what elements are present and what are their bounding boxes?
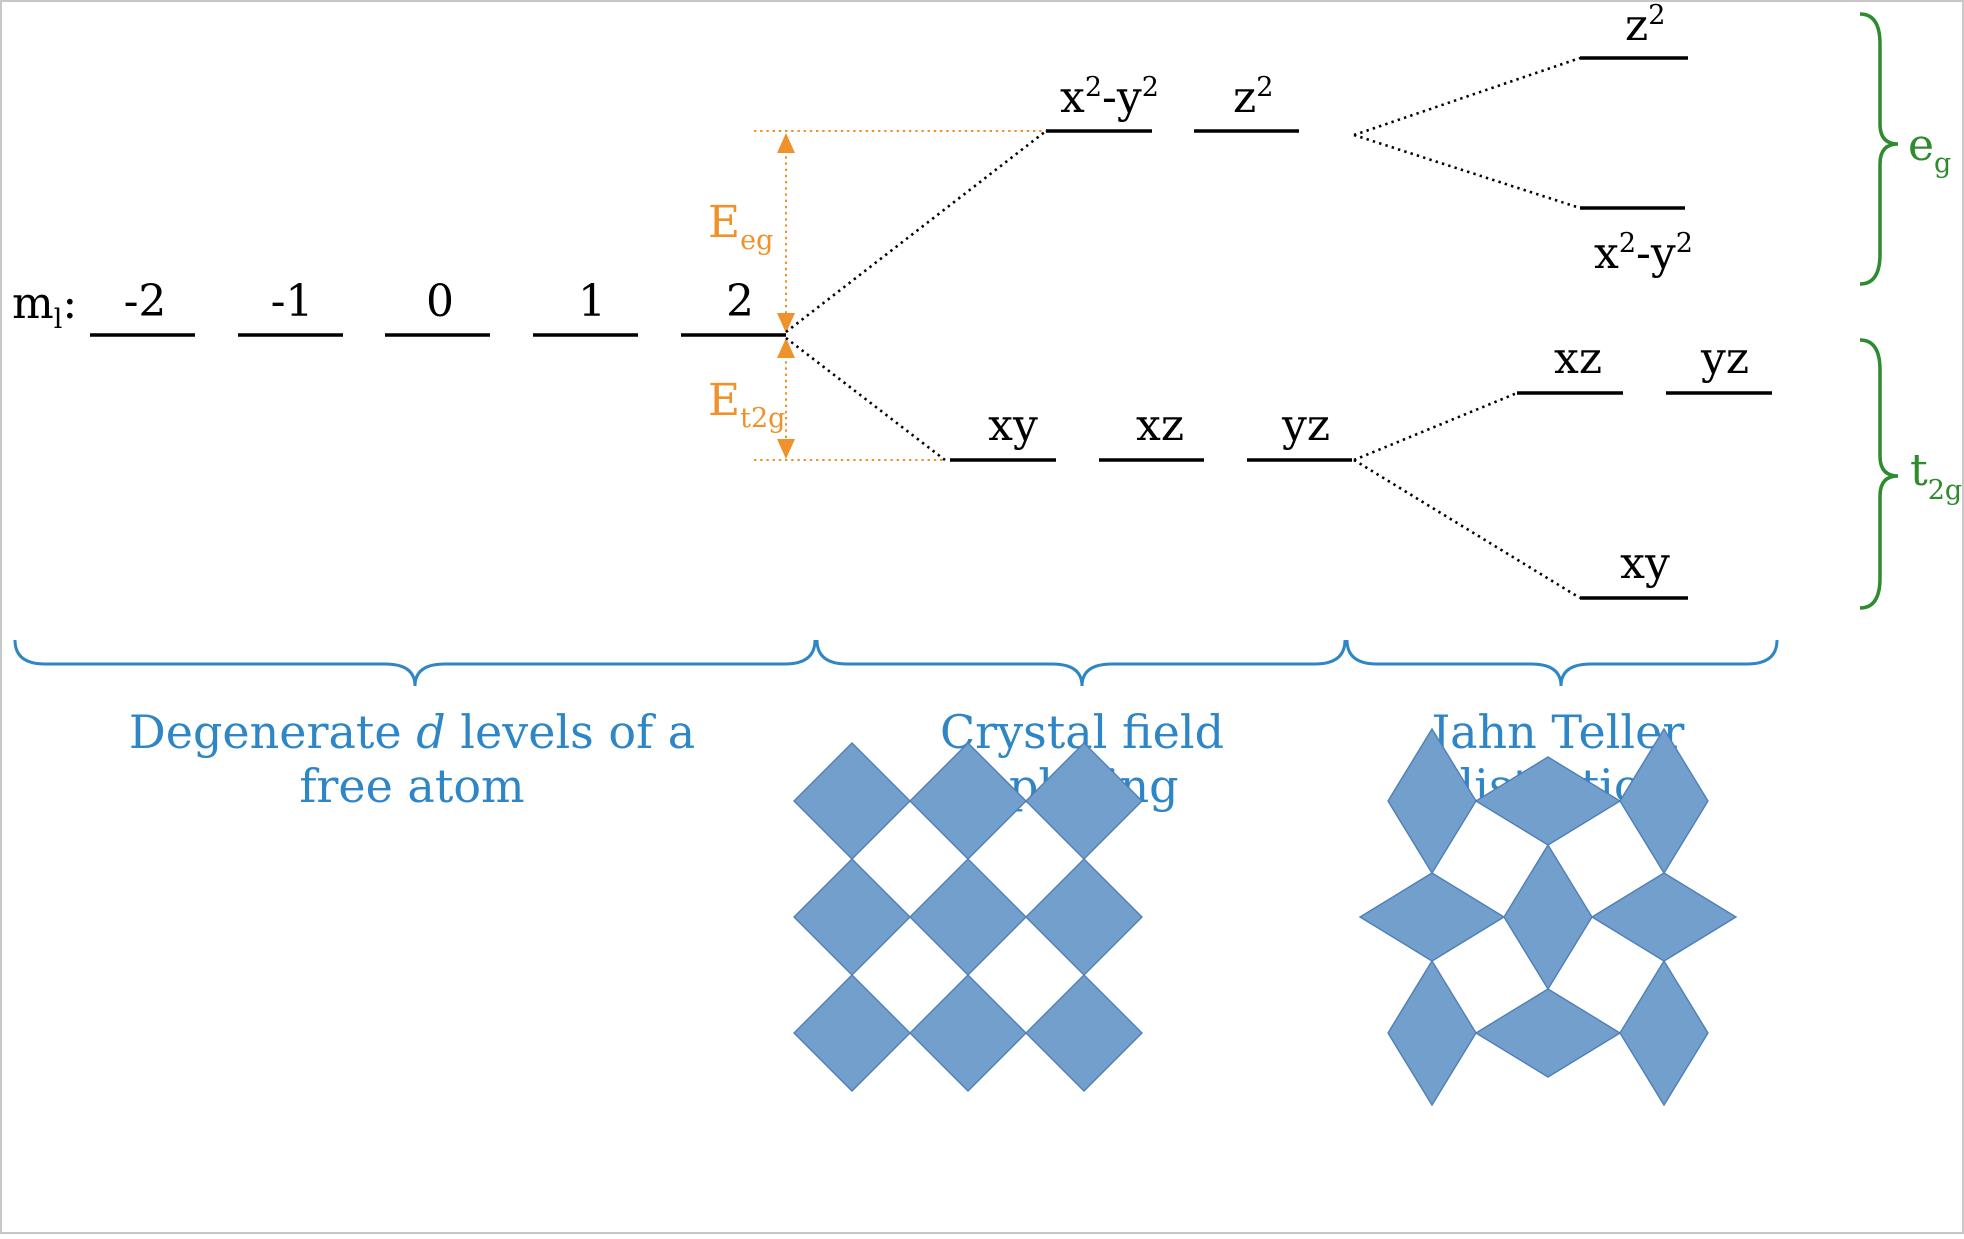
eg-brace xyxy=(1859,12,1899,286)
octahedron-tile xyxy=(1025,858,1143,976)
jahn-teller-brace xyxy=(1345,639,1779,687)
t2g-brace xyxy=(1859,338,1899,610)
jt-xy-label: xy xyxy=(1620,538,1670,589)
eg-arrow-head-up xyxy=(777,133,795,153)
jahn-teller-levels: z2 x2-y2 xz yz xy xyxy=(1353,0,1772,600)
connector-to-z2 xyxy=(1353,56,1581,137)
yz-label: yz xyxy=(1281,400,1330,451)
ml-value-label: 2 xyxy=(726,276,754,327)
jt-xz-label: xz xyxy=(1554,333,1602,384)
jt-yz-label: yz xyxy=(1700,333,1749,384)
orbital-group-braces: eg t2g xyxy=(1859,12,1962,610)
jahn-teller-caption-line1: Jahn Teller xyxy=(1428,705,1685,759)
distorted-tile-vertical xyxy=(1503,843,1593,991)
xz-label: xz xyxy=(1136,400,1184,451)
x2-y2-label: x2-y2 xyxy=(1060,72,1159,123)
ml-value-label: -1 xyxy=(271,276,314,327)
eg-energy-label: Eeg xyxy=(708,197,773,256)
free-atom-levels: ml: -2 -1 0 1 2 xyxy=(12,276,786,337)
t2g-energy-label: Et2g xyxy=(708,375,785,434)
octahedral-lattice xyxy=(793,742,1143,1092)
eg-group-label: eg xyxy=(1908,120,1951,179)
connector-to-eg xyxy=(785,129,1047,334)
t2g-arrow-head-up xyxy=(777,338,795,358)
ml-value-label: 1 xyxy=(578,276,606,327)
crystal-field-brace xyxy=(815,639,1347,687)
ml-value-label: 0 xyxy=(426,276,454,327)
distorted-tile-vertical xyxy=(1387,959,1477,1107)
connector-to-xy xyxy=(1353,458,1581,600)
distorted-tile-horizontal xyxy=(1358,872,1506,962)
section-braces xyxy=(13,639,1779,687)
jt-z2-label: z2 xyxy=(1625,0,1665,51)
energy-gap-markers: Eeg Et2g xyxy=(708,130,1046,461)
octahedron-tile xyxy=(909,974,1027,1092)
ml-value-label: -2 xyxy=(124,276,167,327)
distorted-lattice xyxy=(1358,727,1738,1107)
octahedron-tile xyxy=(793,974,911,1092)
distorted-tile-vertical xyxy=(1619,959,1709,1107)
jt-x2-y2-label: x2-y2 xyxy=(1594,228,1693,279)
crystal-field-levels: x2-y2 z2 xy xz yz xyxy=(785,72,1352,462)
free-atom-caption-line2: free atom xyxy=(299,759,524,813)
t2g-group-label: t2g xyxy=(1910,445,1962,506)
ml-label: ml: xyxy=(12,278,77,335)
distorted-tile-horizontal xyxy=(1590,872,1738,962)
octahedron-tile xyxy=(909,858,1027,976)
octahedron-tile xyxy=(1025,974,1143,1092)
connector-to-x2-y2 xyxy=(1353,133,1581,210)
octahedron-tile xyxy=(793,858,911,976)
z2-label: z2 xyxy=(1233,72,1273,123)
connector-to-t2g xyxy=(785,336,946,462)
xy-label: xy xyxy=(988,400,1038,451)
distorted-tile-horizontal xyxy=(1474,988,1622,1078)
t2g-arrow-head-down xyxy=(777,439,795,459)
free-atom-brace xyxy=(13,639,817,687)
connector-to-xz-yz xyxy=(1353,391,1518,462)
eg-arrow-head-down xyxy=(777,313,795,333)
free-atom-caption-line1: Degenerate d levels of a xyxy=(129,705,695,759)
octahedron-tile xyxy=(793,742,911,860)
